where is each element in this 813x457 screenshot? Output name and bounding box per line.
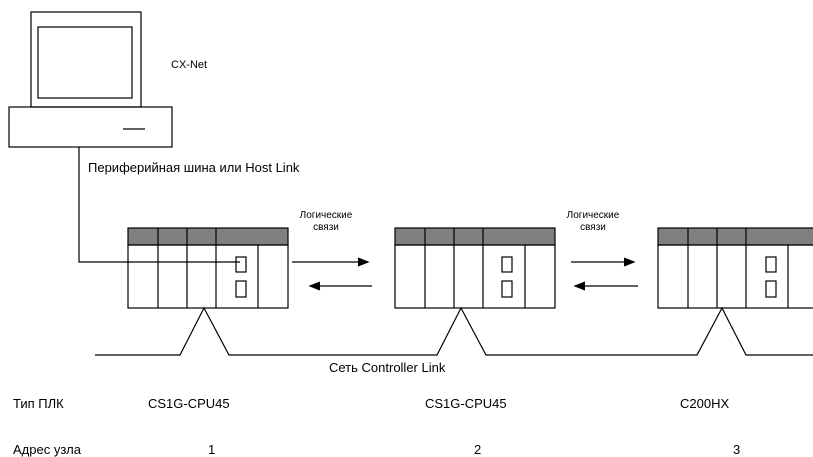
peripheral-bus-cable [78,147,240,263]
node-address-label: Адрес узла [13,442,81,457]
logical-link-label-2-line2: связи [580,222,606,233]
logical-link-label-1-line2: связи [313,222,339,233]
indicator-2a [501,256,513,273]
logical-link-label-1: Логические связи [286,210,366,234]
plc-rack-2 [394,227,556,309]
plc-rack-3 [657,227,813,309]
network-label: Сеть Controller Link [329,360,446,375]
logical-link-arrows-1 [292,257,372,291]
logical-link-label-1-line1: Логические [299,210,353,221]
node-address-3: 3 [733,442,741,457]
bus-label: Периферийная шина или Host Link [88,160,300,175]
plc-type-1: CS1G-CPU45 [148,396,230,411]
indicator-1a [235,256,247,273]
computer-icon [8,11,173,148]
plc-type-3: C200HX [680,396,730,411]
monitor-outer [30,11,142,108]
controller-link-cable [95,306,813,356]
node-address-1: 1 [208,442,216,457]
logical-link-label-2: Логические связи [553,210,633,234]
computer-label: CX-Net [171,59,208,71]
computer-base [8,106,173,148]
indicator-3a [765,256,777,273]
plc-type-label: Тип ПЛК [13,396,64,411]
indicator-2b [501,280,513,298]
logical-link-arrows-2 [571,257,638,291]
plc-type-2: CS1G-CPU45 [425,396,507,411]
node-address-2: 2 [474,442,482,457]
monitor-screen [37,26,133,99]
indicator-3b [765,280,777,298]
plc-rack-1 [127,227,289,309]
indicator-1b [235,280,247,298]
logical-link-label-2-line1: Логические [566,210,620,221]
